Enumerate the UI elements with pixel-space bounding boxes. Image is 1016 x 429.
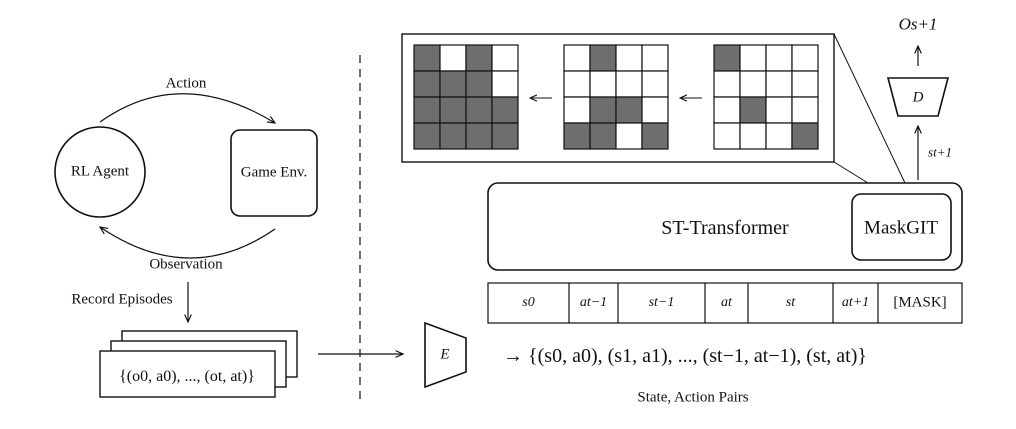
grid-cell-empty — [563, 70, 591, 98]
grid-cell-filled — [491, 96, 519, 124]
grid-cell-filled — [413, 70, 441, 98]
grid-cell-filled — [439, 122, 467, 150]
grid-cell-filled — [465, 70, 493, 98]
grid-cell-empty — [791, 96, 819, 124]
grid-cell-empty — [563, 96, 591, 124]
token-cell: st — [785, 295, 796, 310]
grid-cell-filled — [589, 96, 617, 124]
record-episodes-label: Record Episodes — [71, 291, 173, 308]
maskgit-label: MaskGIT — [864, 217, 938, 239]
grid-cell-filled — [465, 44, 493, 72]
st-transformer-block — [487, 182, 963, 271]
grid-cell-filled — [413, 122, 441, 150]
grid-cell-empty — [641, 96, 669, 124]
grid-cell-filled — [739, 96, 767, 124]
action-arrow — [99, 93, 275, 123]
grid-cell-empty — [589, 70, 617, 98]
grid-middle — [563, 44, 669, 150]
grid-predicted — [413, 44, 519, 150]
grid-cell-empty — [491, 44, 519, 72]
grid-cell-empty — [791, 70, 819, 98]
grid-cell-empty — [641, 44, 669, 72]
grid-cell-filled — [791, 122, 819, 150]
token-cell: s0 — [522, 295, 535, 310]
token-cell: [MASK] — [893, 294, 947, 311]
grid-cell-empty — [439, 44, 467, 72]
game-env-label: Game Env. — [240, 164, 308, 181]
grid-cell-empty — [791, 44, 819, 72]
decoder-input-label: st+1 — [928, 144, 952, 160]
grid-cell-empty — [765, 70, 793, 98]
grid-cell-empty — [641, 70, 669, 98]
grid-cell-filled — [439, 70, 467, 98]
grid-cell-empty — [713, 70, 741, 98]
observation-arrow — [100, 227, 276, 259]
encoder-node — [424, 321, 467, 389]
episode-card-front — [99, 350, 276, 398]
maskgit-block — [851, 193, 952, 261]
grid-cell-empty — [739, 44, 767, 72]
grid-cell-empty — [713, 122, 741, 150]
decoder-output-label: Os+1 — [898, 14, 938, 34]
state-action-caption: State, Action Pairs — [637, 389, 749, 406]
encoder-label: E — [440, 346, 450, 363]
decoder-label: D — [912, 89, 924, 106]
grid-cell-filled — [465, 96, 493, 124]
grid-cell-empty — [615, 122, 643, 150]
grid-cell-filled — [641, 122, 669, 150]
episodes-label: {(o0, a0), ..., (ot, at)} — [119, 368, 255, 385]
rl-agent-label: RL Agent — [70, 163, 130, 180]
grid-cell-filled — [413, 96, 441, 124]
grid-cell-filled — [465, 122, 493, 150]
grid-cell-empty — [615, 70, 643, 98]
zoom-line-right — [833, 161, 869, 184]
state-action-pairs: → {(s0, a0), (s1, a1), ..., (st−1, at−1)… — [503, 345, 867, 367]
grid-input — [713, 44, 819, 150]
grid-cell-empty — [739, 70, 767, 98]
decoder-node — [886, 77, 950, 117]
grid-cell-filled — [413, 44, 441, 72]
token-cell: at — [721, 295, 732, 310]
grid-cell-empty — [739, 122, 767, 150]
grid-cell-empty — [563, 44, 591, 72]
game-env-node — [230, 129, 318, 217]
grid-cell-filled — [439, 96, 467, 124]
observation-label: Observation — [149, 256, 223, 273]
grid-cell-empty — [713, 96, 741, 124]
st-transformer-label: ST-Transformer — [661, 217, 789, 239]
grid-cell-filled — [491, 122, 519, 150]
grid-cell-empty — [615, 44, 643, 72]
grid-cell-empty — [765, 122, 793, 150]
rl-agent-node — [54, 126, 146, 218]
token-cell: st−1 — [648, 295, 675, 310]
zoom-line-left — [833, 33, 906, 184]
grid-cell-filled — [589, 44, 617, 72]
token-cell: at+1 — [841, 295, 870, 310]
grid-cell-filled — [589, 122, 617, 150]
grid-cell-empty — [765, 44, 793, 72]
grid-cell-filled — [563, 122, 591, 150]
grid-cell-filled — [713, 44, 741, 72]
grid-cell-empty — [765, 96, 793, 124]
token-cell: at−1 — [579, 295, 608, 310]
action-label: Action — [165, 75, 207, 92]
grid-cell-filled — [615, 96, 643, 124]
grid-cell-empty — [491, 70, 519, 98]
token-sequence — [487, 282, 963, 324]
